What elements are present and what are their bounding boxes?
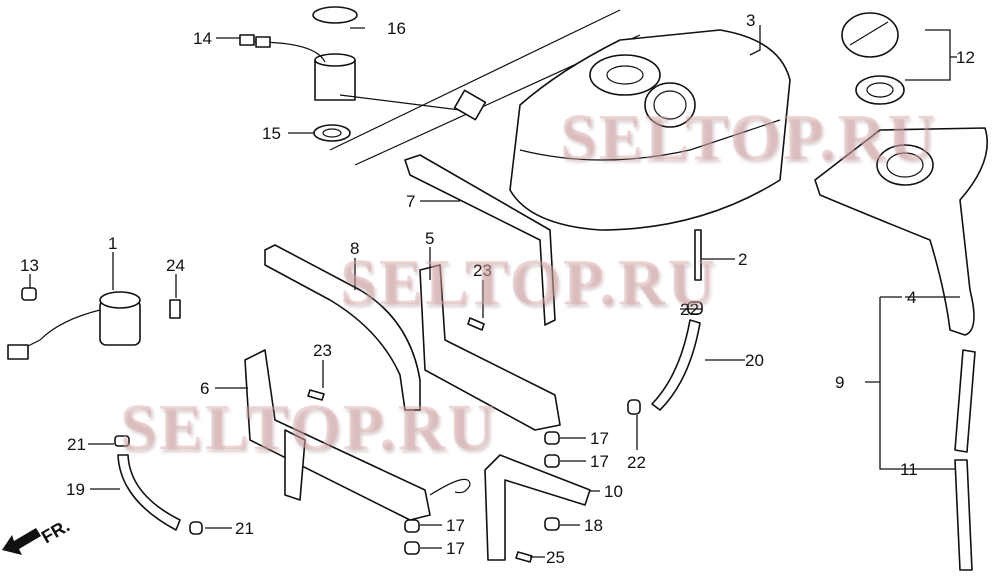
fuel-tank [509,29,791,231]
callout-17-a: 17 [590,429,609,448]
filler-cap [841,12,905,105]
callout-22-lower: 22 [627,453,646,472]
callout-21-upper: 21 [67,435,86,454]
small-hardware [21,229,703,563]
hose-20 [651,319,701,411]
callout-11: 11 [900,460,918,479]
hose-11 [954,459,973,571]
callout-23-lower: 23 [313,341,332,360]
leader-lines [29,25,960,558]
callout-19: 19 [66,480,85,499]
callout-12: 12 [956,48,975,67]
callout-4: 4 [907,288,916,307]
callout-17-d: 17 [446,539,465,558]
callout-7: 7 [406,192,415,211]
bracket-5 [419,264,561,431]
callout-15: 15 [262,124,281,143]
callout-5: 5 [425,229,434,248]
strap-8 [264,244,421,411]
filler-neck [814,127,988,336]
callout-1: 1 [108,234,117,253]
callout-14: 14 [193,29,212,48]
callout-2: 2 [738,250,747,269]
callout-16: 16 [387,19,406,38]
callout-3: 3 [746,11,755,30]
callout-6: 6 [200,379,209,398]
strap-7 [404,154,556,326]
callout-17-c: 17 [446,516,465,535]
callout-numbers: 14 16 3 12 15 7 1 13 24 8 5 23 2 4 22 20… [20,11,975,567]
hose-9 [954,349,976,453]
callout-22-upper: 22 [680,300,699,319]
callout-21-lower: 21 [235,519,254,538]
hose-19 [117,454,181,531]
callout-17-b: 17 [590,452,609,471]
wire-loop [429,478,471,496]
callout-25: 25 [546,548,565,567]
bracket-6-leg [284,429,306,501]
bracket-10 [484,454,591,561]
fuel-sender-unit [239,6,487,142]
callout-18: 18 [584,516,603,535]
callout-24: 24 [166,256,185,275]
callout-8: 8 [350,239,359,258]
callout-23-upper: 23 [473,261,492,280]
callout-20: 20 [745,351,764,370]
front-arrow-icon [2,528,41,555]
callout-13: 13 [20,256,39,275]
callout-9: 9 [835,373,844,392]
fuel-pump [7,291,141,360]
callout-10: 10 [604,482,623,501]
bracket-6 [244,349,431,521]
